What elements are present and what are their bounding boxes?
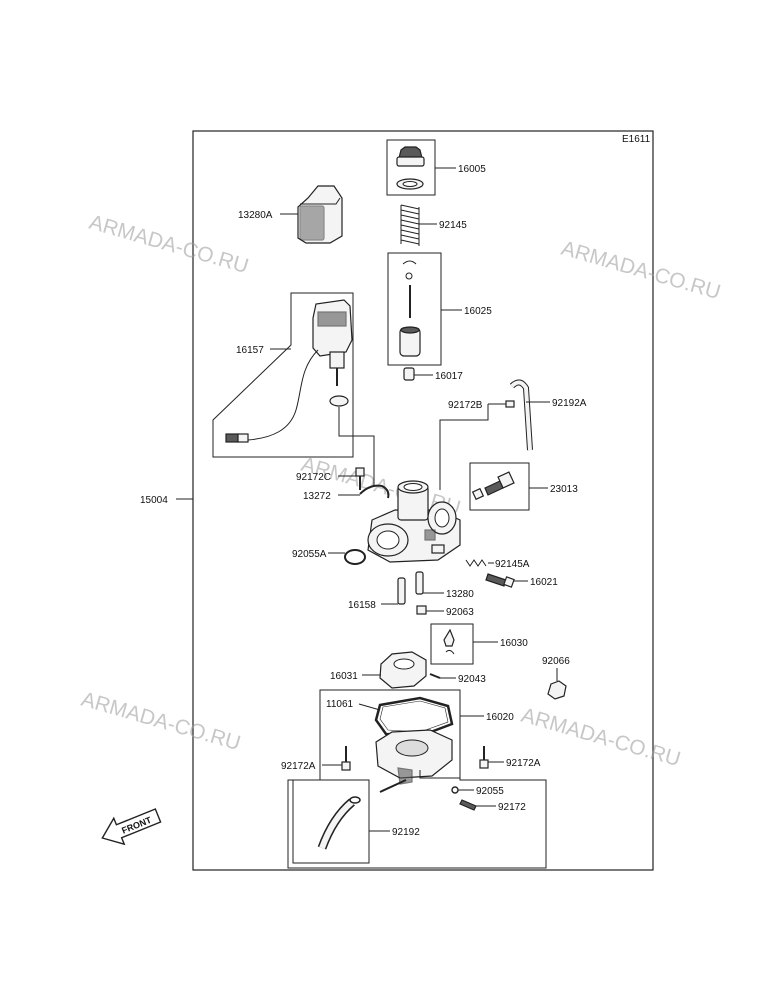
drain-screw-92172-icon [459, 799, 477, 811]
float-16031-icon [379, 651, 427, 689]
label-92192: 92192 [392, 827, 420, 838]
float-chamber-icon [375, 729, 453, 793]
label-13272: 13272 [303, 491, 331, 502]
needle-jet-16017-icon [403, 367, 415, 381]
clamp-13272-icon [359, 484, 390, 499]
screw-92172a-right-icon [479, 746, 489, 769]
label-92145: 92145 [439, 220, 467, 231]
label-16020: 16020 [486, 712, 514, 723]
drain-tube-icon [317, 796, 361, 850]
group-box-16030 [430, 623, 474, 665]
front-arrow-icon: FRONT [101, 808, 162, 846]
label-92172c: 92172C [296, 472, 331, 483]
float-valve-icon [443, 628, 455, 655]
group-box-16025 [387, 252, 442, 366]
jet-needle-icon [399, 260, 421, 357]
label-16017: 16017 [435, 371, 463, 382]
throttle-screw-icon [471, 471, 515, 501]
label-92145a: 92145A [495, 559, 530, 570]
label-92192a: 92192A [552, 398, 587, 409]
plug-92066-icon [547, 680, 567, 700]
label-92055: 92055 [476, 786, 504, 797]
o-ring-92055a-icon [344, 549, 366, 565]
label-92172a-right: 92172A [506, 758, 541, 769]
label-92172b: 92172B [448, 400, 483, 411]
carburetor-body-icon [367, 480, 461, 563]
emulsion-tube-13280-icon [415, 571, 424, 595]
carb-cap-icon [396, 146, 425, 190]
pilot-screw-16021-icon [485, 573, 515, 588]
drain-oring-92055-icon [451, 786, 459, 794]
label-16031: 16031 [330, 671, 358, 682]
label-16021: 16021 [530, 577, 558, 588]
label-92055a: 92055A [292, 549, 327, 560]
label-92043: 92043 [458, 674, 486, 685]
label-92172a-left: 92172A [281, 761, 316, 772]
label-16157: 16157 [236, 345, 264, 356]
label-23013: 23013 [550, 484, 578, 495]
label-15004: 15004 [140, 495, 168, 506]
label-16005: 16005 [458, 164, 486, 175]
label-13280: 13280 [446, 589, 474, 600]
watermark: ARMADA-CO.RU [519, 704, 683, 771]
main-jet-92063-icon [416, 605, 427, 615]
screw-92172c-icon [355, 467, 365, 490]
diagram-code: E1611 [622, 134, 651, 145]
group-box-92192 [292, 779, 370, 864]
float-pin-92043-icon [429, 673, 441, 679]
spring-92145a-icon [465, 559, 487, 567]
auto-choke-icon [225, 299, 353, 443]
cover-13280a-icon [297, 185, 343, 244]
label-92063: 92063 [446, 607, 474, 618]
label-16158: 16158 [348, 600, 376, 611]
watermark: ARMADA-CO.RU [79, 688, 243, 755]
watermark: ARMADA-CO.RU [87, 211, 251, 278]
group-box-23013 [469, 462, 530, 511]
pilot-jet-16158-icon [397, 577, 406, 605]
label-16025: 16025 [464, 306, 492, 317]
label-16030: 16030 [500, 638, 528, 649]
label-11061: 11061 [326, 699, 354, 710]
label-92066: 92066 [542, 656, 570, 667]
screw-92172a-left-icon [341, 746, 351, 771]
group-box-16157 [212, 292, 354, 458]
watermark: ARMADA-CO.RU [559, 237, 723, 304]
label-92172: 92172 [498, 802, 526, 813]
gasket-11061-icon [374, 696, 454, 738]
main-frame [192, 130, 654, 871]
label-13280a: 13280A [238, 210, 273, 221]
spring-92145-icon [400, 204, 420, 246]
vent-tube-icon [505, 379, 533, 451]
